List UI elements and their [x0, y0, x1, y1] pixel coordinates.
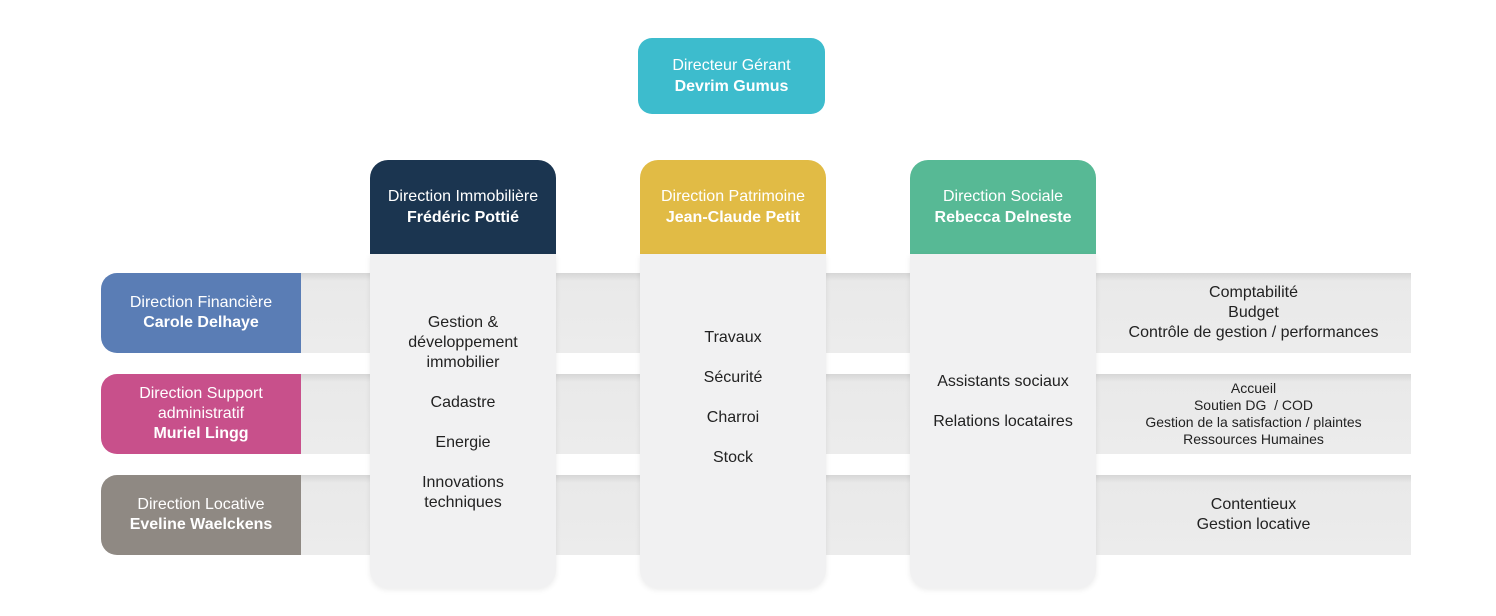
column-person-name: Frédéric Pottié: [406, 209, 520, 226]
row-person-name: Carole Delhaye: [143, 314, 259, 331]
directeur-gerant-name: Devrim Gumus: [674, 78, 789, 95]
directeur-gerant-title: Directeur Gérant: [672, 57, 791, 74]
column-item: Gestion & développement immobilier: [408, 314, 518, 371]
column-title: Direction Immobilière: [387, 188, 539, 205]
column-item: Charroi: [706, 409, 760, 426]
column-body-patrimoine: Travaux Sécurité Charroi Stock: [640, 254, 826, 588]
row-item: Contrôle de gestion / performances: [1128, 324, 1379, 341]
column-body-immobiliere: Gestion & développement immobilier Cadas…: [370, 254, 556, 588]
row-title-line1: Direction Support: [139, 385, 263, 402]
column-title: Direction Sociale: [942, 188, 1064, 205]
column-item: Assistants sociaux: [937, 373, 1069, 390]
row-items-financiere: Comptabilité Budget Contrôle de gestion …: [1096, 273, 1411, 353]
column-item: Travaux: [704, 329, 762, 346]
directeur-gerant-box: Directeur Gérant Devrim Gumus: [638, 38, 825, 114]
row-person-name: Muriel Lingg: [153, 425, 249, 442]
column-item: Energie: [435, 434, 491, 451]
row-item: Budget: [1228, 304, 1279, 321]
row-item: Gestion locative: [1196, 516, 1311, 533]
column-item: Relations locataires: [933, 413, 1073, 430]
column-person-name: Jean-Claude Petit: [665, 209, 801, 226]
column-header-immobiliere: Direction Immobilière Frédéric Pottié: [370, 160, 556, 254]
row-title: Direction Financière: [129, 294, 273, 311]
row-label-financiere: Direction Financière Carole Delhaye: [101, 273, 301, 353]
row-title-line2: administratif: [157, 405, 245, 422]
row-label-locative: Direction Locative Eveline Waelckens: [101, 475, 301, 555]
row-item: Gestion de la satisfaction / plaintes: [1145, 414, 1362, 430]
row-item: Comptabilité: [1209, 284, 1298, 301]
row-person-name: Eveline Waelckens: [129, 516, 273, 533]
column-header-sociale: Direction Sociale Rebecca Delneste: [910, 160, 1096, 254]
row-item: Soutien DG / COD: [1193, 397, 1314, 413]
column-item: Stock: [712, 449, 753, 466]
row-label-support: Direction Support administratif Muriel L…: [101, 374, 301, 454]
column-item: Cadastre: [430, 394, 496, 411]
column-title: Direction Patrimoine: [660, 188, 806, 205]
column-header-patrimoine: Direction Patrimoine Jean-Claude Petit: [640, 160, 826, 254]
row-item: Accueil: [1230, 380, 1277, 396]
row-title: Direction Locative: [137, 496, 265, 513]
row-items-locative: Contentieux Gestion locative: [1096, 475, 1411, 555]
row-item: Ressources Humaines: [1183, 431, 1324, 447]
column-body-sociale: Assistants sociaux Relations locataires: [910, 254, 1096, 588]
column-item: Innovations techniques: [422, 474, 504, 511]
row-item: Contentieux: [1210, 496, 1297, 513]
column-item: Sécurité: [703, 369, 763, 386]
column-person-name: Rebecca Delneste: [934, 209, 1072, 226]
row-items-support: Accueil Soutien DG / COD Gestion de la s…: [1096, 374, 1411, 454]
